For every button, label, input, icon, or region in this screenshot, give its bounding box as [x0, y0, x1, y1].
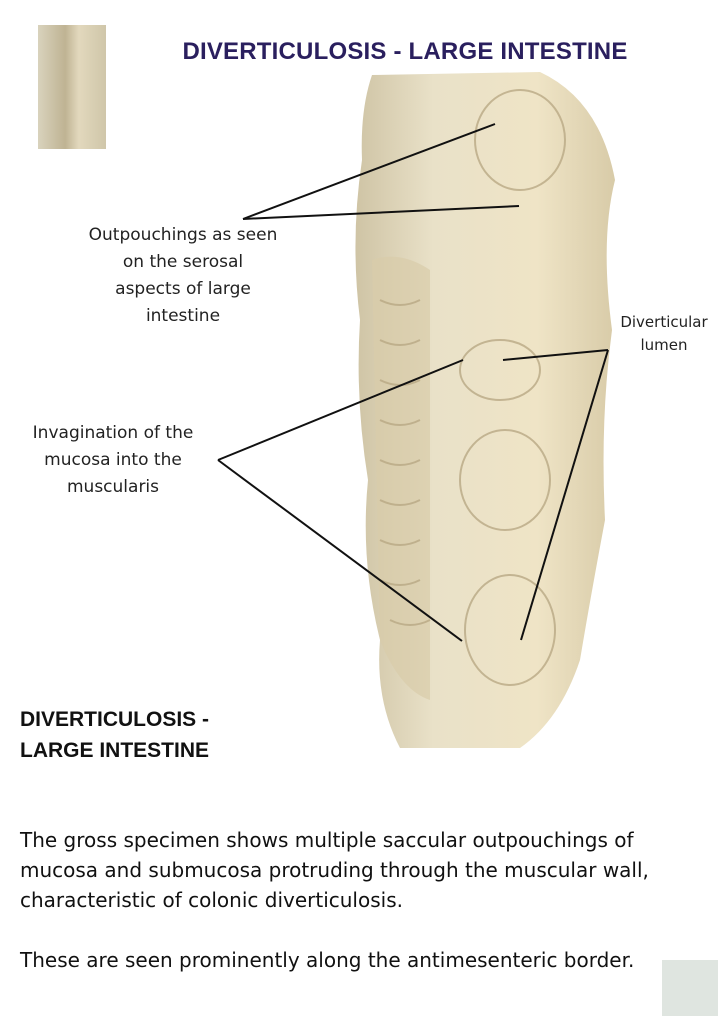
page-title: DIVERTICULOSIS - LARGE INTESTINE	[182, 38, 628, 65]
label-outpouchings: Outpouchings as seen on the serosal aspe…	[88, 225, 278, 326]
specimen-thumbnail	[38, 25, 106, 149]
label-invagination: Invagination of the mucosa into the musc…	[32, 423, 194, 497]
label-diverticular-lumen: Diverticular lumen	[620, 313, 708, 354]
description-paragraph: The gross specimen shows multiple saccul…	[20, 828, 649, 912]
watermark-logo	[662, 960, 718, 1016]
annotation-lines	[217, 123, 609, 642]
section-heading: DIVERTICULOSIS - LARGE INTESTINE	[20, 708, 210, 762]
border-paragraph: These are seen prominently along the ant…	[20, 948, 635, 972]
